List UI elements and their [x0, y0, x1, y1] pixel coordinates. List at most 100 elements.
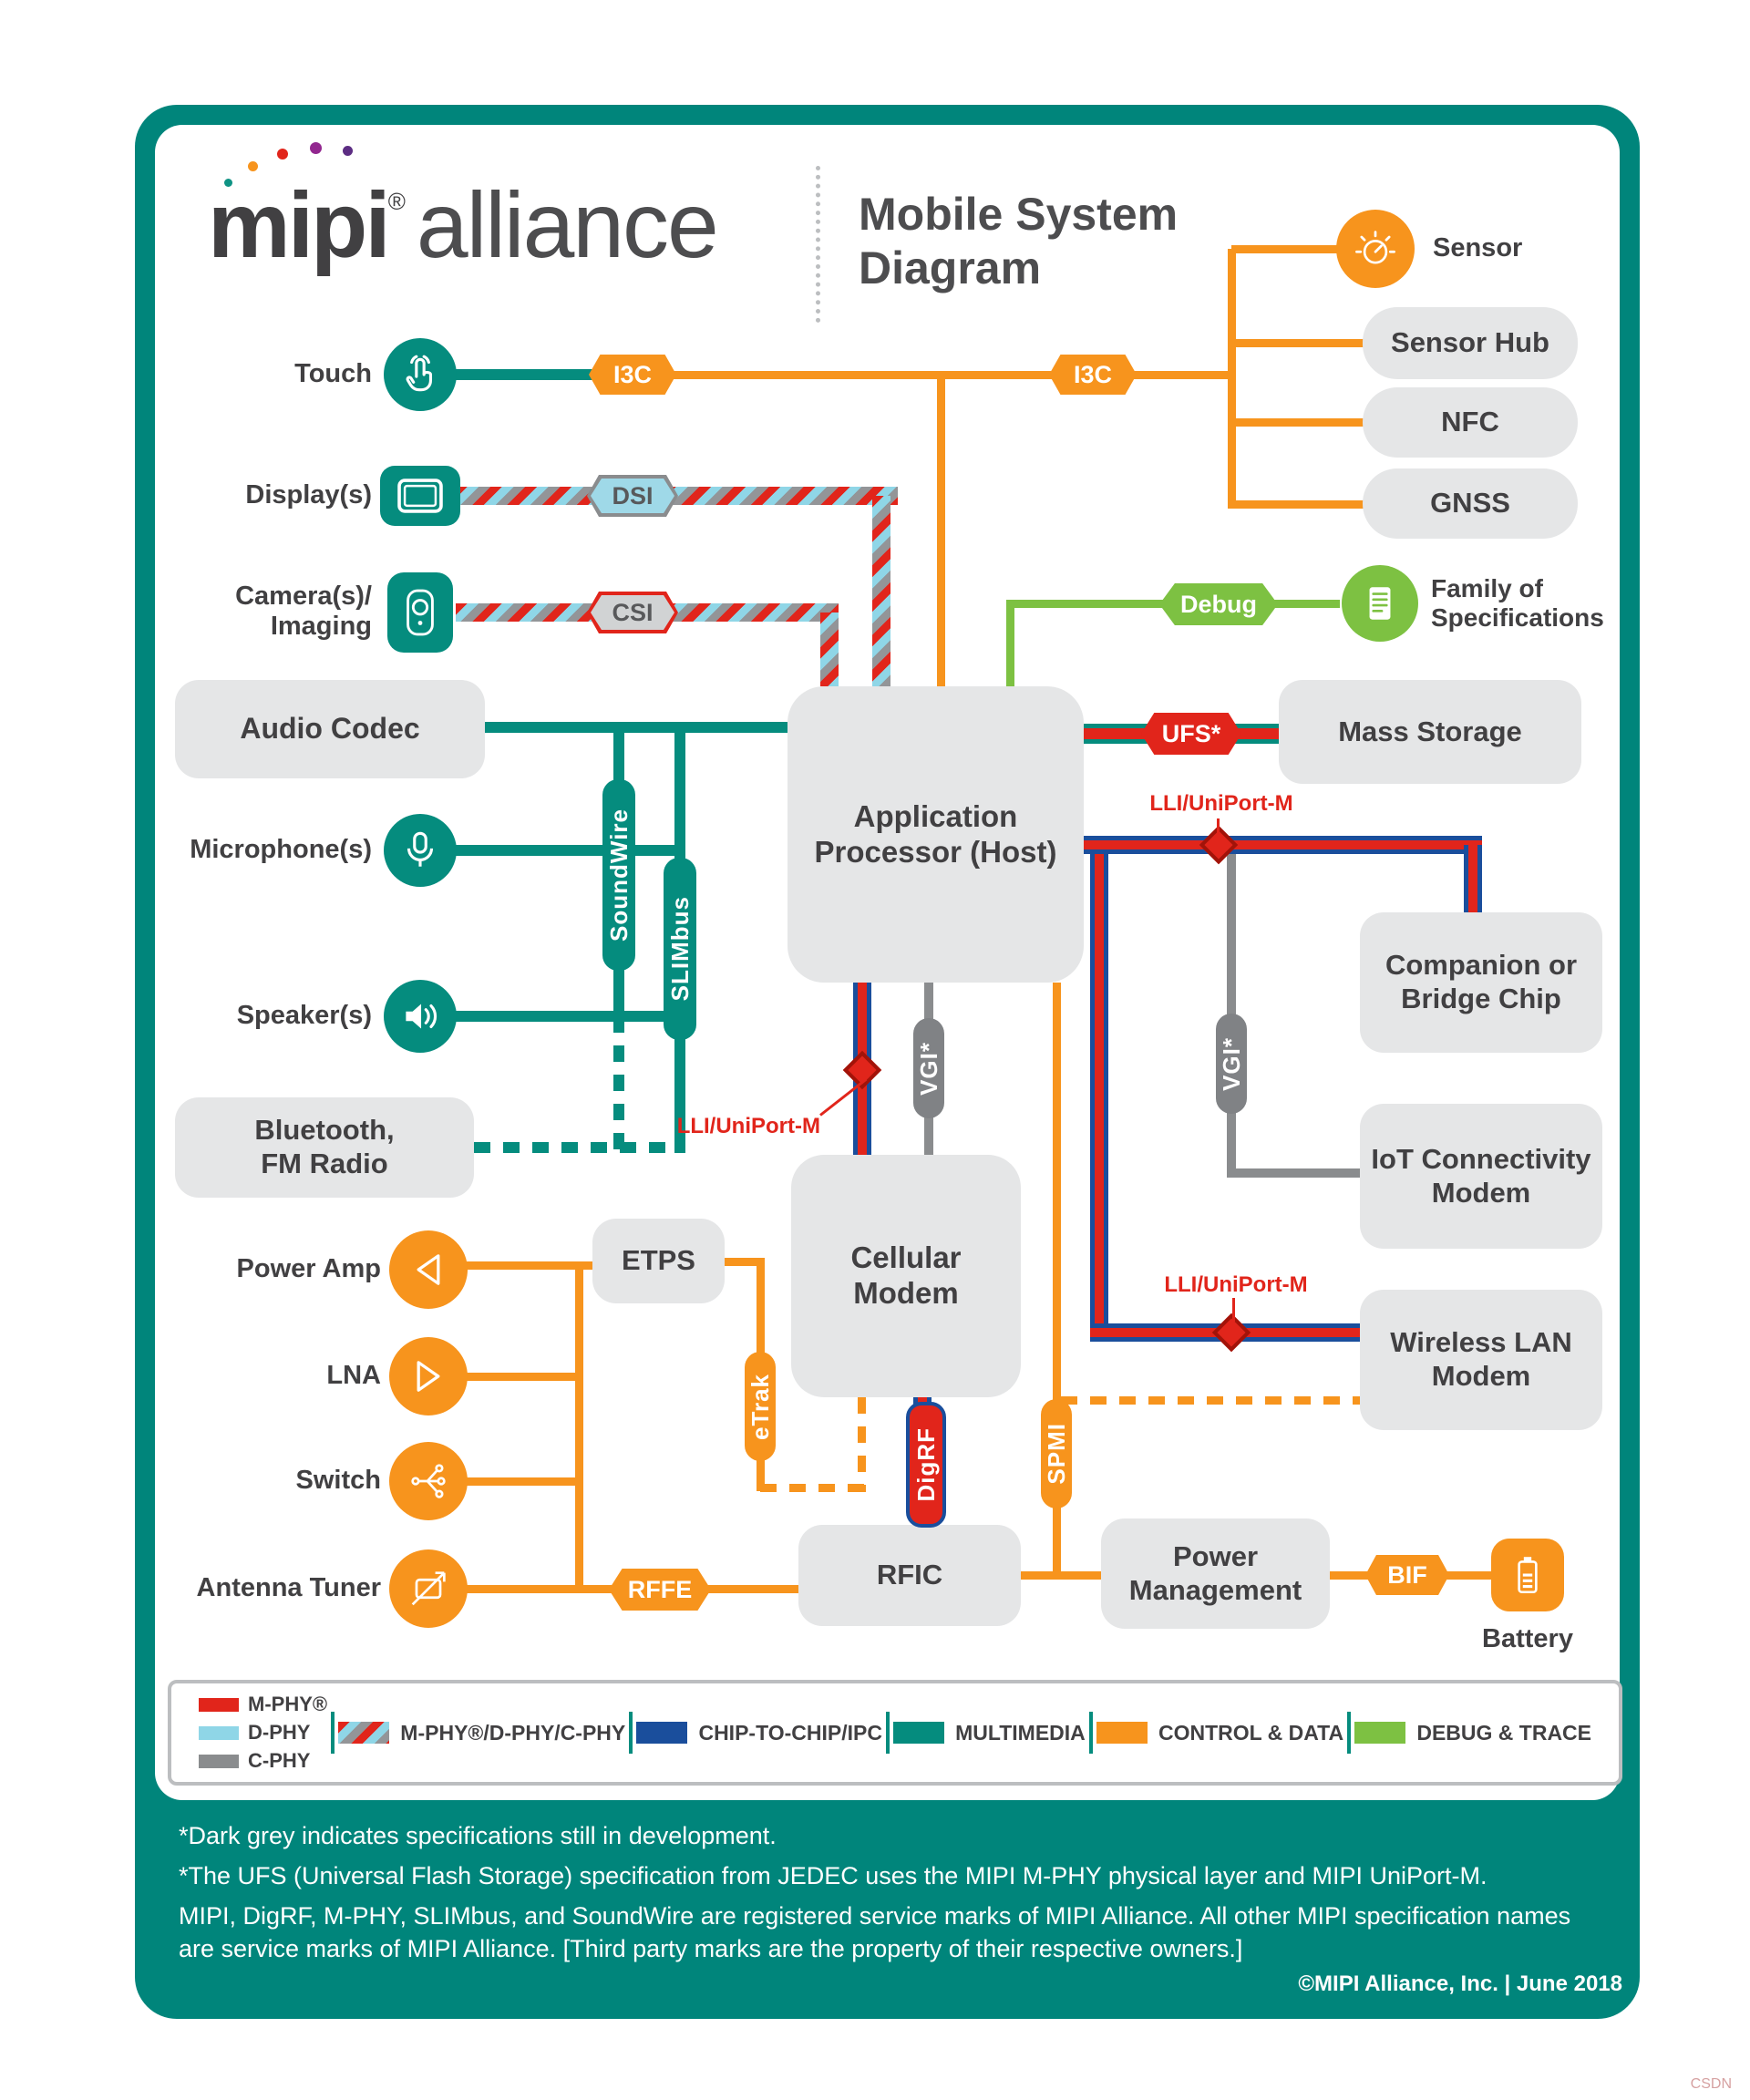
etrak-dashed-vertical	[858, 1397, 866, 1492]
poweramp-etps-line	[465, 1261, 597, 1270]
wireless-lan-label: Wireless LAN Modem	[1390, 1326, 1572, 1392]
i3c-badge-left-label: I3C	[612, 360, 653, 388]
lli-pointer-1	[1217, 818, 1220, 835]
node-application-processor: Application Processor (Host)	[788, 686, 1084, 983]
antenna-tuner-node	[389, 1549, 468, 1628]
dsi-badge-label: DSI	[591, 479, 674, 513]
vgi-pill-center-label: VGI*	[914, 1041, 942, 1096]
legend: M-PHY® D-PHY C-PHY M-PHY®/D-PHY/C-PHY CH…	[168, 1680, 1622, 1786]
rffe-badge-label: RFFE	[627, 1575, 693, 1603]
legend-swatch-mphy	[199, 1697, 239, 1712]
logo-dot	[343, 146, 353, 156]
audio-codec-label: Audio Codec	[240, 712, 420, 746]
microphone-line	[456, 845, 685, 856]
logo-dot	[248, 161, 258, 171]
soundwire-dashed-line	[613, 1016, 624, 1153]
lli-label-3: LLI/UniPort-M	[676, 1114, 820, 1138]
lna-label: LNA	[326, 1361, 381, 1390]
legend-divider	[629, 1712, 633, 1754]
vgi-pill-right: VGI*	[1216, 1014, 1247, 1114]
antenna-tuner-icon	[405, 1565, 452, 1612]
etrak-pill-label: eTrak	[746, 1373, 774, 1440]
legend-swatch-mixed-phy	[338, 1722, 390, 1744]
soundwire-pill-label: SoundWire	[604, 808, 633, 942]
legend-swatch-control-data	[1096, 1722, 1148, 1744]
logo-alliance-text: alliance	[416, 173, 719, 277]
i3c-drop-to-ap	[937, 375, 945, 686]
slimbus-pill: SLIMbus	[664, 858, 696, 1040]
soundwire-pill: SoundWire	[602, 779, 635, 971]
speakers-label: Speaker(s)	[236, 1001, 372, 1030]
spmi-pill: SPMI	[1041, 1399, 1072, 1508]
footnote-dark-grey: *Dark grey indicates specifications stil…	[179, 1822, 777, 1849]
companion-label: Companion or Bridge Chip	[1385, 949, 1578, 1014]
page-title: Mobile System Diagram	[859, 188, 1178, 295]
node-companion-bridge-chip: Companion or Bridge Chip	[1360, 912, 1602, 1053]
bluetooth-label2: FM Radio	[261, 1148, 388, 1179]
right-column-bus	[1228, 249, 1236, 509]
power-amp-node	[389, 1230, 468, 1309]
legend-swatch-cphy	[199, 1754, 239, 1768]
legend-swatch-debug-trace	[1354, 1722, 1406, 1744]
node-power-management: Power Management	[1101, 1518, 1330, 1629]
legend-label-mphy: M-PHY®	[248, 1693, 328, 1715]
node-audio-codec: Audio Codec	[175, 680, 485, 778]
legend-divider	[886, 1712, 890, 1754]
csi-badge-label: CSI	[591, 595, 674, 630]
touch-node	[384, 338, 457, 411]
node-mass-storage: Mass Storage	[1279, 680, 1581, 784]
power-amp-label: Power Amp	[236, 1254, 381, 1283]
etrak-pill: eTrak	[745, 1352, 776, 1461]
audio-bus-line	[485, 722, 788, 733]
i3c-line-horizontal	[592, 371, 1235, 379]
battery-icon	[1505, 1552, 1550, 1598]
switch-label: Switch	[295, 1466, 381, 1495]
node-etps: ETPS	[592, 1219, 725, 1303]
ufs-badge-label: UFS*	[1161, 719, 1221, 747]
logo-dot	[310, 142, 322, 154]
specifications-book-icon	[1357, 581, 1403, 626]
touch-icon	[397, 352, 443, 397]
footnote-trademarks: MIPI, DigRF, M-PHY, SLIMbus, and SoundWi…	[179, 1902, 1571, 1963]
mipi-alliance-logo: mipi ® alliance	[208, 173, 719, 277]
nfc-label: NFC	[1441, 406, 1499, 438]
legend-label-cphy: C-PHY	[248, 1749, 311, 1772]
title-line2: Diagram	[859, 242, 1042, 293]
lli-band-to-companion	[1464, 845, 1482, 918]
family-of-specifications-node	[1342, 565, 1418, 642]
logo-dot	[277, 149, 288, 160]
node-bluetooth-fm-radio: Bluetooth,FM Radio	[175, 1097, 474, 1198]
copyright-notice: ©MIPI Alliance, Inc. | June 2018	[1298, 1971, 1622, 1996]
microphone-icon	[397, 828, 443, 873]
iot-modem-label: IoT Connectivity Modem	[1371, 1142, 1591, 1209]
csi-badge: CSI	[587, 592, 678, 633]
family-specs-label-line2: Specifications	[1431, 603, 1604, 633]
touch-i3c-line-teal	[451, 369, 606, 380]
i3c-badge-right-label: I3C	[1073, 360, 1113, 388]
legend-label-mixed-phy: M-PHY®/D-PHY/C-PHY	[400, 1720, 626, 1745]
etps-etrak-stub	[725, 1258, 765, 1266]
debug-badge: Debug	[1159, 583, 1278, 625]
legend-swatch-dphy	[199, 1725, 239, 1740]
cellular-modem-label: Cellular Modem	[850, 1240, 962, 1310]
node-sensor-hub: Sensor Hub	[1363, 307, 1578, 379]
etrak-dashed-horizontal	[760, 1484, 865, 1492]
battery-node	[1491, 1539, 1564, 1611]
sensor-icon	[1352, 225, 1399, 273]
legend-divider	[1088, 1712, 1093, 1754]
bif-badge: BIF	[1365, 1555, 1449, 1595]
rfic-pm-line	[1021, 1571, 1101, 1580]
sensor-hub-stub	[1231, 339, 1366, 347]
gnss-stub	[1231, 500, 1366, 509]
bif-badge-label: BIF	[1387, 1560, 1427, 1589]
power-management-label: Power Management	[1128, 1539, 1302, 1606]
lli-band-vertical	[1090, 854, 1108, 1339]
vgi-pill-right-label: VGI*	[1217, 1036, 1245, 1091]
sensor-node	[1336, 210, 1415, 288]
legend-swatch-multimedia	[893, 1722, 945, 1744]
digrf-pill-label: DigRF	[911, 1427, 940, 1502]
bluetooth-dashed-line	[474, 1142, 685, 1153]
etps-label: ETPS	[622, 1244, 695, 1277]
i3c-badge-right: I3C	[1049, 355, 1137, 395]
speaker-line	[456, 1011, 685, 1022]
